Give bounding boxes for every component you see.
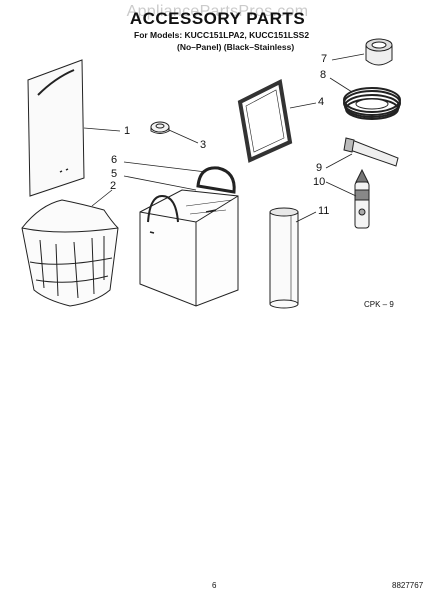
document-number: 8827767 bbox=[392, 581, 424, 590]
callout-7: 7 bbox=[321, 53, 328, 65]
part-tape-roll bbox=[365, 38, 393, 66]
page-title: ACCESSORY PARTS bbox=[129, 9, 306, 28]
part-bin bbox=[139, 189, 239, 307]
part-coiled-tube bbox=[343, 87, 401, 120]
part-cleaner-can bbox=[269, 207, 299, 309]
models-line: For Models: KUCC151LPA2, KUCC151LSS2 bbox=[134, 30, 310, 40]
part-sealant-tube bbox=[343, 137, 399, 167]
callout-9: 9 bbox=[316, 162, 323, 174]
callout-1: 1 bbox=[124, 125, 131, 137]
page-number: 6 bbox=[212, 581, 217, 590]
callout-10: 10 bbox=[313, 176, 326, 188]
part-liner-bag bbox=[21, 199, 119, 307]
part-handle bbox=[196, 166, 236, 194]
callout-6: 6 bbox=[111, 154, 118, 166]
callout-3: 3 bbox=[200, 139, 207, 151]
callout-5: 5 bbox=[111, 168, 118, 180]
callout-2: 2 bbox=[110, 180, 117, 192]
figure-code: CPK – 9 bbox=[364, 300, 394, 309]
part-gasket bbox=[237, 79, 293, 163]
callout-4: 4 bbox=[318, 96, 325, 108]
leader-lines bbox=[83, 53, 365, 223]
panel-line: (No–Panel) (Black–Stainless) bbox=[177, 42, 295, 52]
part-front-panel bbox=[27, 59, 85, 197]
callout-8: 8 bbox=[320, 69, 327, 81]
watermark: AppliancePartsPros.com bbox=[126, 3, 309, 20]
part-touchup-bottle bbox=[354, 168, 370, 229]
part-ring bbox=[150, 121, 170, 134]
callout-11: 11 bbox=[318, 205, 330, 217]
